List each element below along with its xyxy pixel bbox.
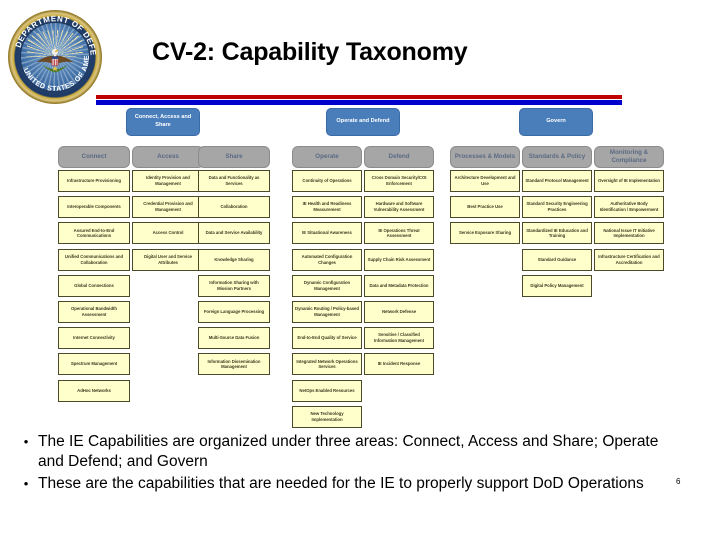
- page-number: 6: [676, 477, 681, 486]
- capability-box[interactable]: Continuity of Operations: [292, 170, 362, 192]
- capability-box[interactable]: Cross Domain Security/COI Enforcement: [364, 170, 434, 192]
- capability-column-operate: Continuity of Operations IE Health and Re…: [292, 170, 362, 432]
- capability-box[interactable]: Infrastructure Certification and Accredi…: [594, 248, 664, 271]
- bullet-item: • These are the capabilities that are nee…: [14, 474, 686, 494]
- bullet-marker-icon: •: [23, 434, 29, 449]
- capability-box[interactable]: Foreign Language Processing: [198, 300, 270, 323]
- capability-box[interactable]: Oversight of IE Implementation: [594, 170, 664, 192]
- capability-box[interactable]: IE Situational Awareness: [292, 222, 362, 245]
- divider-bar-blue: [96, 100, 622, 105]
- capability-box[interactable]: Hardware and Software Vulnerability Asse…: [364, 196, 434, 219]
- capability-box[interactable]: Information Sharing with Mission Partner…: [198, 274, 270, 297]
- capability-box[interactable]: Authoritative Body Identification / Empo…: [594, 196, 664, 219]
- capability-box[interactable]: Data and Metadata Protection: [364, 274, 434, 297]
- page-title: CV-2: Capability Taxonomy: [152, 38, 468, 66]
- capability-box[interactable]: Digital Policy Management: [522, 274, 592, 297]
- capability-box[interactable]: Interoperable Components: [58, 196, 130, 219]
- capability-box[interactable]: End-to-End Quality of Service: [292, 327, 362, 350]
- capability-box[interactable]: Standard Security Engineering Practices: [522, 196, 592, 219]
- capability-box[interactable]: New Technology Implementation: [292, 405, 362, 428]
- capability-box[interactable]: Digital User and Service Attributes: [132, 248, 204, 271]
- capability-box[interactable]: Architecture Development and Use: [450, 170, 520, 192]
- capability-box[interactable]: Operational Bandwidth Assessment: [58, 300, 130, 323]
- category-header-standards-policy[interactable]: Standards & Policy: [522, 146, 592, 168]
- capability-box[interactable]: Dynamic Routing / Policy-based Managemen…: [292, 300, 362, 323]
- capability-box[interactable]: Sensitive / Classified Information Manag…: [364, 327, 434, 350]
- capability-box[interactable]: Assured End-to-End Communications: [58, 222, 130, 245]
- bullet-marker-icon: •: [23, 475, 29, 491]
- bullet-item: • The IE Capabilities are organized under…: [14, 432, 686, 473]
- dod-seal: DEPARTMENT OF DEFENSE UNITED STATES OF A…: [8, 10, 102, 104]
- capability-box[interactable]: Collaboration: [198, 196, 270, 219]
- capability-box[interactable]: Data and Functionality as Services: [198, 170, 270, 192]
- category-header-operate[interactable]: Operate: [292, 146, 362, 168]
- category-header-monitoring-compliance[interactable]: Monitoring & Compliance: [594, 146, 664, 168]
- divider-bar-red: [96, 95, 622, 99]
- capability-box[interactable]: Standard Protocol Management: [522, 170, 592, 192]
- capability-box[interactable]: IE Incident Response: [364, 353, 434, 376]
- capability-box[interactable]: Information Dissemination Management: [198, 353, 270, 376]
- area-header-govern[interactable]: Govern: [519, 108, 593, 136]
- capability-box[interactable]: Service Exposure Sharing: [450, 222, 520, 245]
- capability-box[interactable]: Standardized IE Education and Training: [522, 222, 592, 245]
- seal-inner-disc: [20, 22, 90, 92]
- capability-box[interactable]: Infrastructure Provisioning: [58, 170, 130, 192]
- bullet-text: These are the capabilities that are need…: [38, 474, 644, 492]
- capability-box[interactable]: Knowledge Sharing: [198, 248, 270, 271]
- capability-box[interactable]: NetOps Enabled Resources: [292, 379, 362, 402]
- capability-box[interactable]: Dynamic Configuration Management: [292, 274, 362, 297]
- capability-box[interactable]: Global Connections: [58, 274, 130, 297]
- capability-box[interactable]: Data and Service Availability: [198, 222, 270, 245]
- capability-box[interactable]: IE Health and Readiness Measurement: [292, 196, 362, 219]
- capability-box[interactable]: Supply Chain Risk Assessment: [364, 248, 434, 271]
- eagle-icon: [36, 49, 74, 73]
- bullet-list: • The IE Capabilities are organized under…: [14, 432, 686, 495]
- capability-box[interactable]: Standard Guidance: [522, 248, 592, 271]
- category-header-connect[interactable]: Connect: [58, 146, 130, 168]
- capability-box[interactable]: IE Operations Threat Assessment: [364, 222, 434, 245]
- capability-box[interactable]: Internet Connectivity: [58, 327, 130, 350]
- capability-taxonomy-diagram: Connect, Access and Share Operate and Def…: [0, 108, 720, 428]
- capability-box[interactable]: Multi-Source Data Fusion: [198, 327, 270, 350]
- category-header-processes-models[interactable]: Processes & Models: [450, 146, 520, 168]
- area-header-connect-access-and-share[interactable]: Connect, Access and Share: [126, 108, 200, 136]
- category-header-share[interactable]: Share: [198, 146, 270, 168]
- capability-box[interactable]: Integrated Network Operations Services: [292, 353, 362, 376]
- category-header-access[interactable]: Access: [132, 146, 204, 168]
- capability-box[interactable]: Best Practice Use: [450, 196, 520, 219]
- capability-box[interactable]: Credential Provision and Management: [132, 196, 204, 219]
- capability-box[interactable]: Access Control: [132, 222, 204, 245]
- capability-box[interactable]: Automated Configuration Changes: [292, 248, 362, 271]
- bullet-text: The IE Capabilities are organized under …: [38, 433, 659, 471]
- capability-box[interactable]: Identity Provision and Management: [132, 170, 204, 192]
- capability-box[interactable]: National Issue IT Initiative Implementat…: [594, 222, 664, 245]
- capability-box[interactable]: Unified Communications and Collaboration: [58, 248, 130, 271]
- capability-box[interactable]: Spectrum Management: [58, 353, 130, 376]
- capability-box[interactable]: AdHoc Networks: [58, 379, 130, 402]
- area-header-operate-and-defend[interactable]: Operate and Defend: [326, 108, 400, 136]
- category-header-defend[interactable]: Defend: [364, 146, 434, 168]
- capability-box[interactable]: Network Defense: [364, 300, 434, 323]
